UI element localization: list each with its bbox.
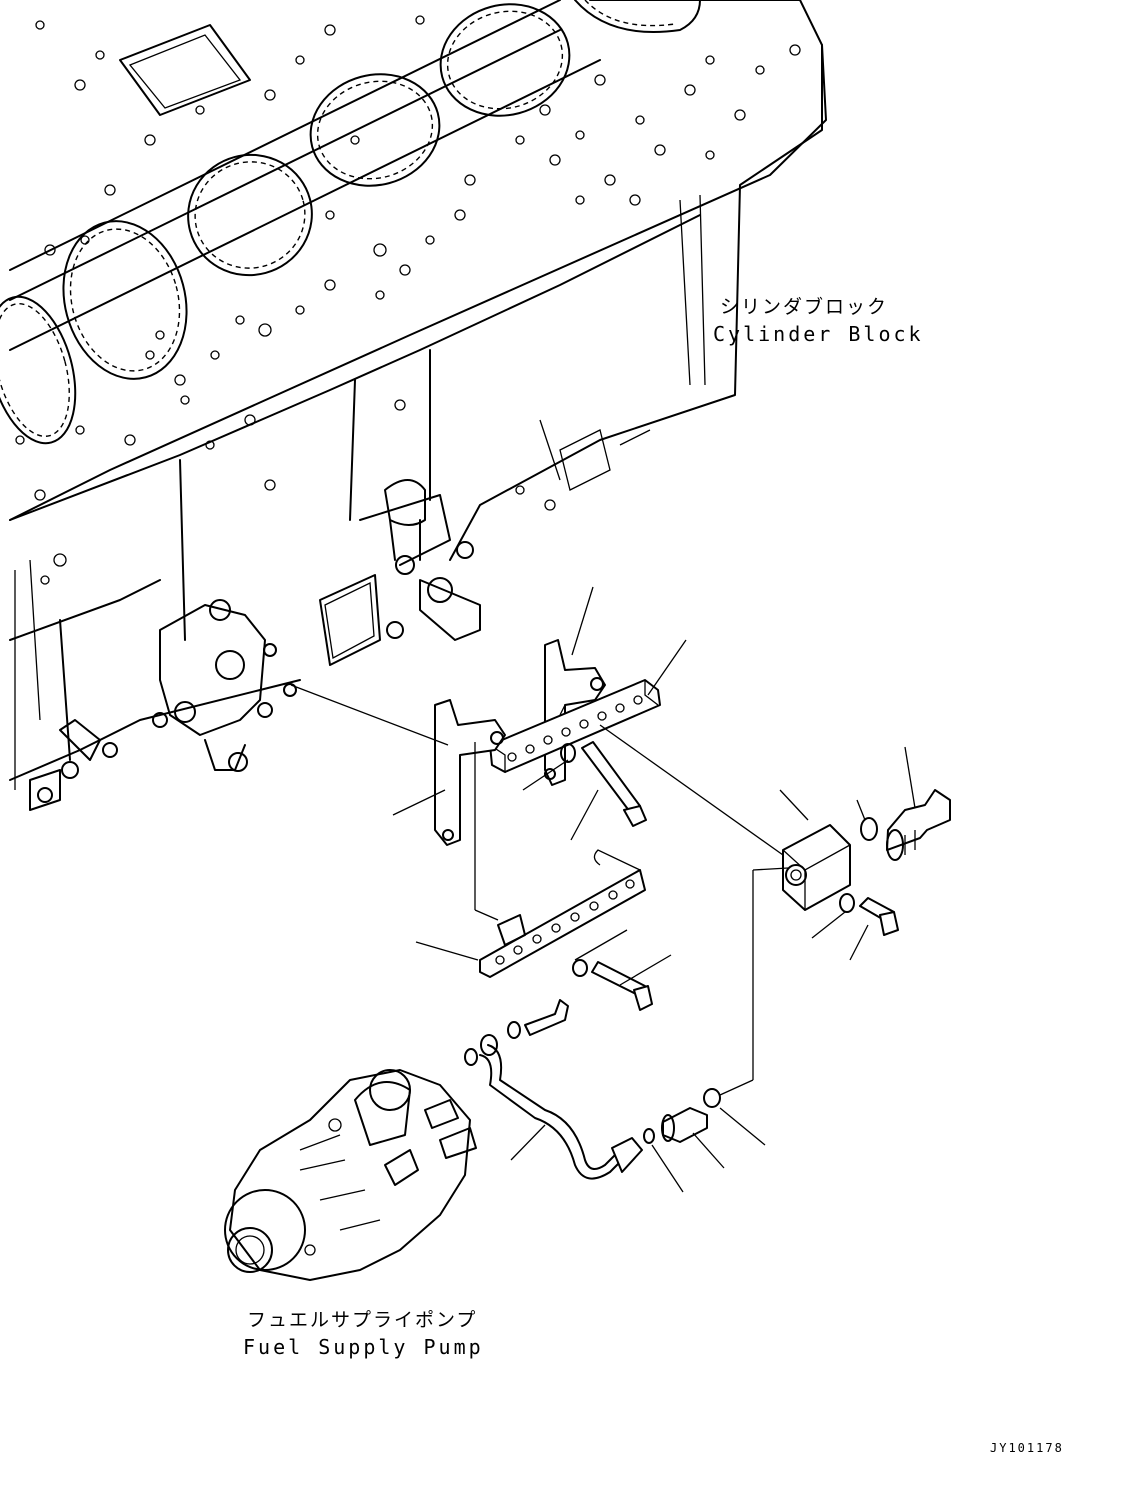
- leader-lines: [290, 586, 916, 1193]
- fuel-supply-pump: [224, 1069, 477, 1281]
- elbow-fitting: [860, 789, 951, 861]
- cylinder-block: [0, 0, 827, 811]
- lower-mounting-plate: [479, 849, 646, 978]
- cylinder-block-label-ja: シリンダブロック: [720, 296, 889, 318]
- upper-mounting-plate: [489, 679, 661, 774]
- fuel-supply-pump-label-ja: フュエルサプライポンプ: [247, 1309, 478, 1331]
- fuel-junction-block: [782, 824, 851, 911]
- fuel-pipe: [479, 1034, 643, 1180]
- washers-and-bolts: [464, 741, 899, 1066]
- drawing-code: JY101178: [990, 1441, 1064, 1455]
- straight-fitting: [643, 1088, 721, 1144]
- fuel-supply-pump-label-en: Fuel Supply Pump: [243, 1335, 484, 1359]
- cylinder-block-label-en: Cylinder Block: [713, 322, 924, 346]
- middle-l-bracket: [434, 699, 506, 846]
